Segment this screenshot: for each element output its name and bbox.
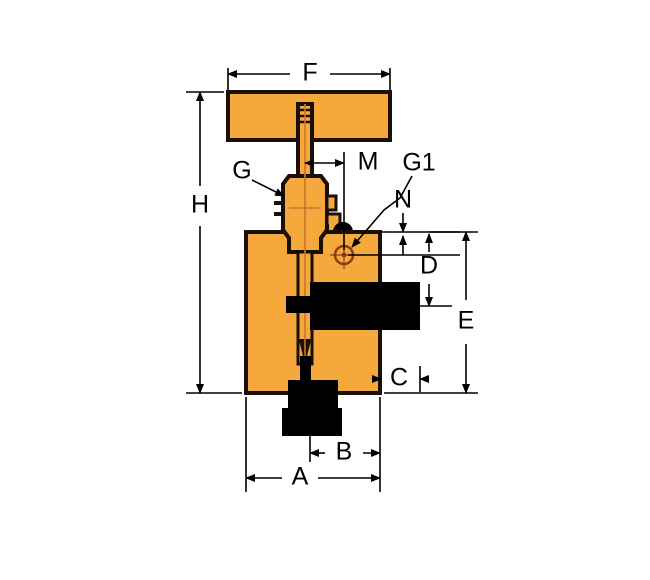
bonnet-left-flats (274, 201, 285, 216)
dimension-label-E: E (458, 307, 475, 335)
dimension-label-D: D (420, 252, 438, 280)
dimension-annotations (186, 68, 478, 492)
bottom-inlet-neck (288, 380, 338, 412)
dimension-label-F: F (302, 59, 317, 87)
dimension-label-B: B (336, 438, 353, 466)
dimension-C (372, 366, 429, 392)
dimension-label-M: M (358, 148, 379, 176)
dimension-F (227, 68, 391, 90)
dimension-N (348, 213, 460, 256)
side-outlet-shoulder (318, 290, 374, 322)
dimension-H (186, 91, 242, 394)
dimension-label-G1: G1 (402, 149, 435, 177)
dimension-label-group: F H G M G1 N D E C B A (191, 59, 474, 491)
dimension-M (304, 152, 345, 250)
bonnet-right-boss (325, 194, 338, 212)
bottom-inlet-hex (282, 408, 342, 436)
dimension-E (384, 231, 478, 394)
dimension-label-G: G (232, 157, 251, 185)
side-outlet-neck (286, 296, 320, 313)
dimension-label-H: H (191, 191, 209, 219)
dimension-label-N: N (394, 186, 412, 214)
dimension-D (420, 233, 452, 307)
dimension-label-C: C (390, 364, 408, 392)
valve-geometry (226, 90, 420, 436)
dimension-B (309, 397, 381, 462)
dimension-G-leader (251, 179, 285, 197)
dimension-G1-leader (351, 175, 413, 248)
dimension-label-A: A (292, 463, 309, 491)
dimension-A (245, 397, 381, 492)
lower-stem-column (300, 356, 311, 394)
